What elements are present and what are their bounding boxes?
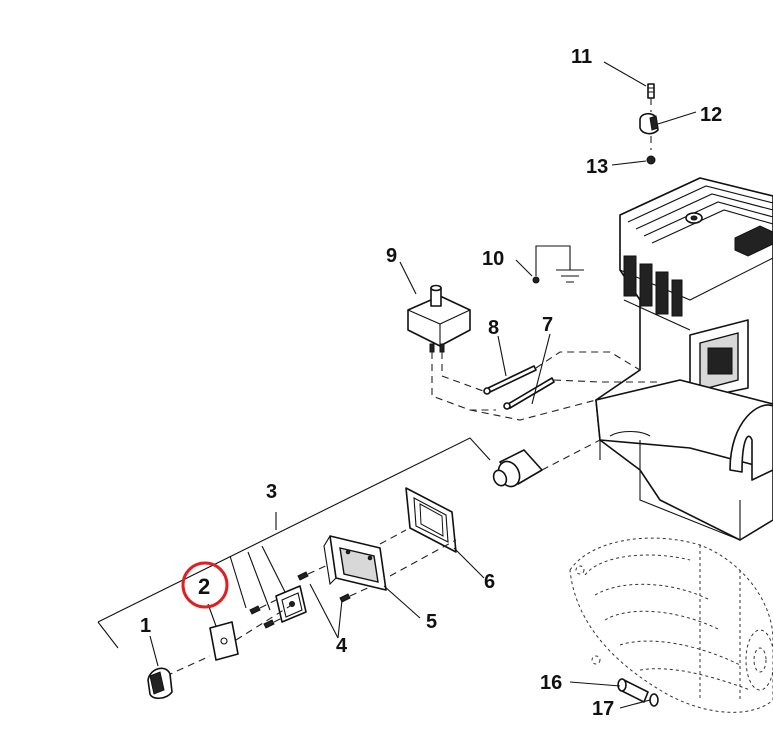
dash-6-5b bbox=[389, 539, 457, 577]
part-8-wire bbox=[483, 365, 537, 395]
part-6-frame bbox=[405, 487, 457, 553]
callout-3: 3 bbox=[266, 481, 277, 503]
part-9-box bbox=[407, 284, 471, 353]
callout-17: 17 bbox=[592, 698, 614, 720]
callout-10: 10 bbox=[482, 248, 504, 270]
callout-5: 5 bbox=[426, 611, 437, 633]
lamp-holder bbox=[492, 439, 601, 488]
callout-4: 4 bbox=[336, 635, 348, 657]
wire-8-housing bbox=[535, 351, 641, 371]
motor-assembly bbox=[569, 537, 773, 713]
callout-9: 9 bbox=[386, 245, 397, 267]
part-13-screw bbox=[647, 83, 655, 112]
callout-13: 11 bbox=[571, 46, 592, 68]
small-screws bbox=[249, 599, 283, 629]
part-10-ground bbox=[532, 245, 584, 284]
wire-7-housing bbox=[553, 379, 660, 383]
part-1-knob bbox=[147, 667, 173, 700]
part-5-bezel bbox=[323, 535, 387, 591]
part-11-nut bbox=[646, 155, 656, 165]
callout-8: 8 bbox=[488, 317, 499, 339]
highlight-circle bbox=[181, 561, 229, 609]
part-4-screws bbox=[297, 563, 373, 603]
callout-labels: 11 12 13 10 9 8 7 3 6 5 4 1 2 16 17 bbox=[140, 46, 722, 720]
wire-9-8 bbox=[431, 352, 496, 411]
dash-6-5 bbox=[379, 529, 407, 545]
wire-9-7 bbox=[441, 352, 487, 393]
switch-plate bbox=[275, 585, 307, 623]
callout-3-bracket bbox=[97, 437, 491, 649]
part-17-ring bbox=[649, 693, 659, 707]
machine-housing bbox=[595, 177, 773, 541]
part-16-pin bbox=[617, 678, 649, 703]
callout-7: 7 bbox=[542, 314, 553, 336]
part-12-clip bbox=[639, 112, 659, 150]
leader-lines bbox=[149, 61, 697, 709]
switch-bank bbox=[623, 255, 691, 331]
callout-16: 16 bbox=[540, 672, 562, 694]
callout-12: 12 bbox=[700, 104, 722, 126]
callout-2: 2 bbox=[198, 574, 210, 599]
wire-return bbox=[469, 399, 597, 421]
callout-6: 6 bbox=[484, 571, 495, 593]
callout-11: 13 bbox=[586, 156, 608, 178]
dash-2-switch bbox=[235, 605, 291, 641]
callout-1: 1 bbox=[140, 615, 151, 637]
part-2-plate bbox=[209, 621, 239, 661]
dash-1-2 bbox=[165, 655, 211, 677]
part-7-wire bbox=[503, 377, 555, 410]
